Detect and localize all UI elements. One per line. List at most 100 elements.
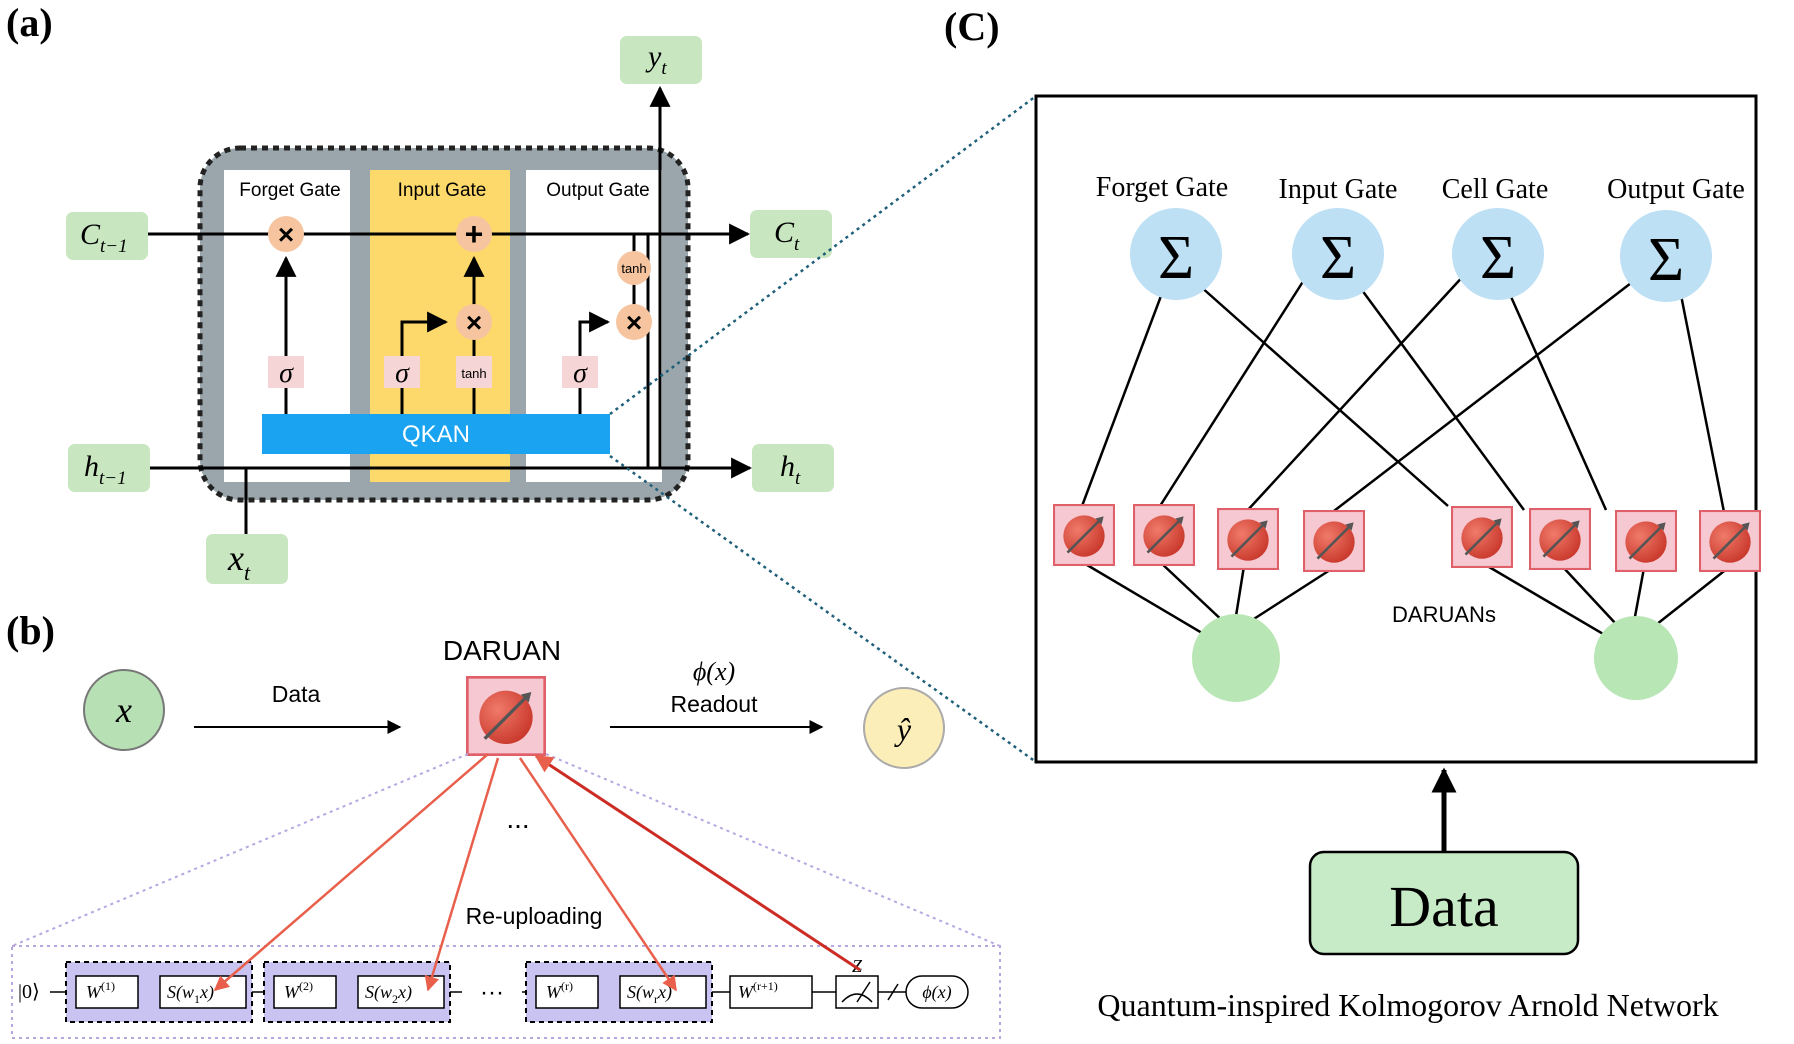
x-input-label: xt [227, 538, 251, 585]
node-edges [1081, 560, 1729, 648]
reupload-label: Re-uploading [466, 903, 603, 929]
zoom-connector-top [609, 94, 1037, 416]
input-node-left [1192, 614, 1280, 702]
ket-zero: |0⟩ [18, 981, 40, 1003]
zoom-line-right [545, 753, 1001, 947]
daruan-node-5 [1450, 506, 1514, 568]
input-mul-op [456, 304, 492, 340]
meter-icon [841, 993, 873, 1003]
x-input-box [206, 534, 288, 584]
reupload-arrows [213, 753, 861, 992]
output-mul-symbol: × [626, 307, 642, 338]
yhat-label: ŷ [894, 711, 912, 747]
c-prev-box [66, 212, 148, 260]
daruan-title: DARUAN [443, 635, 561, 666]
panel-label-b: (b) [6, 608, 55, 653]
daruan-node-7 [1614, 510, 1678, 572]
circuit-ellipsis-gap [462, 980, 522, 1004]
output-tanh-op [617, 251, 651, 285]
w1-gate [75, 975, 139, 1009]
reupload-arrow-2 [424, 757, 500, 992]
reupload-arrow-1 [213, 753, 489, 991]
daruan-node-3 [1216, 508, 1280, 570]
daruan-node-8 [1698, 510, 1762, 572]
c-out-label: Ct [774, 216, 800, 255]
w1-gate-label: W(1) [86, 979, 115, 1002]
h-out-box [752, 444, 834, 492]
daruan-node [466, 676, 546, 756]
net-forget-gate-label: Forget Gate [1096, 172, 1228, 203]
net-cell-gate-label: Cell Gate [1442, 174, 1549, 205]
daruan-node-1 [1052, 504, 1116, 566]
sum-node-forget [1130, 208, 1222, 300]
forget-gate-label: Forget Gate [239, 180, 340, 201]
net-input-gate-label: Input Gate [1279, 174, 1398, 205]
s2-gate-label: S(w2x) [365, 982, 412, 1006]
input-add-symbol: + [465, 216, 484, 252]
input-sigma-path [400, 311, 449, 452]
h-prev-box [68, 444, 150, 492]
output-sigma: σ [573, 358, 588, 389]
sum-symbol-cell: Σ [1480, 224, 1516, 292]
input-mul-symbol: × [466, 307, 482, 338]
readout-label: Readout [671, 691, 759, 717]
forget-mul-op [268, 216, 304, 252]
output-gate-label: Output Gate [546, 180, 650, 201]
panel-c: (C) Forget Gate Input Gate Cell Gate Out… [609, 4, 1762, 1023]
y-out-label: yt [645, 40, 667, 79]
meter-needle [856, 981, 871, 1003]
net-output-gate-label: Output Gate [1607, 174, 1745, 205]
c-prev-label: Ct−1 [80, 218, 128, 257]
h-out-label: ht [780, 450, 801, 489]
input-gate-label: Input Gate [398, 180, 487, 201]
forget-sigma: σ [279, 358, 294, 389]
data-box [1308, 850, 1580, 956]
panel-a: (a) Forget Gate Input Gate Output Gate Q… [6, 0, 834, 585]
quantum-circuit: |0⟩ W(1) S(w1x) W(2) S(w2x) ··· W(r) S(w… [18, 956, 969, 1023]
classical-slash [887, 983, 899, 1001]
panel-label-c: (C) [944, 4, 1000, 49]
measurement-gate [835, 975, 879, 1009]
input-sigma: σ [395, 358, 410, 389]
y-out-box [620, 36, 702, 84]
panel-b: (b) x Data DARUAN ϕ(x) Readout ŷ ... Re-… [6, 608, 1001, 1039]
sum-symbol-forget: Σ [1158, 224, 1194, 292]
data-arrow-label: Data [272, 681, 321, 707]
daruan-node-2 [1132, 504, 1196, 566]
output-mul-op [616, 304, 652, 340]
daruans-label: DARUANs [1392, 602, 1496, 627]
input-node-right [1594, 616, 1678, 700]
phi-output-label: ϕ(x) [922, 982, 951, 1003]
input-sigma-box [384, 356, 420, 388]
qkan-bar [262, 414, 610, 454]
daruan-node-4 [1302, 510, 1366, 572]
sum-node-input [1292, 208, 1384, 300]
phi-output-box [905, 975, 969, 1009]
x-node-label: x [115, 690, 132, 730]
sum-edges [1080, 255, 1726, 515]
sum-symbol-output: Σ [1648, 226, 1684, 294]
c-out-box [750, 210, 832, 258]
phi-label: ϕ(x) [693, 657, 735, 686]
circuit-ellipsis: ··· [480, 979, 504, 1006]
reupload-arrow-r [518, 757, 678, 992]
input-tanh-box [456, 356, 492, 388]
wr-gate [535, 975, 599, 1009]
h-prev-label: ht−1 [84, 450, 127, 489]
forget-sigma-box [268, 356, 304, 388]
panel-label-a: (a) [6, 0, 53, 45]
network-caption: Quantum-inspired Kolmogorov Arnold Netwo… [1097, 987, 1718, 1023]
readout-feedback-arrow [534, 754, 861, 972]
output-tanh-symbol: tanh [621, 261, 646, 276]
final-w-gate [729, 975, 813, 1009]
forget-mul-symbol: × [278, 219, 294, 250]
output-sigma-path [578, 311, 611, 452]
data-box-label: Data [1389, 874, 1499, 939]
output-sigma-box [562, 356, 598, 388]
input-add-op [456, 216, 492, 252]
measure-label: Z [852, 956, 863, 976]
circuit-frame [11, 945, 1001, 1039]
daruan-node-6 [1528, 508, 1592, 570]
w2-gate-label: W(2) [284, 979, 313, 1002]
